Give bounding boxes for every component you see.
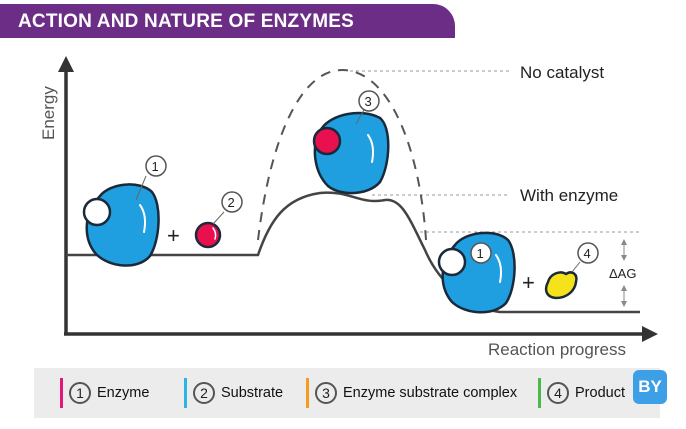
legend-color-bar — [60, 378, 63, 408]
legend-color-bar — [306, 378, 309, 408]
substrate — [194, 221, 222, 249]
legend-number: 1 — [69, 382, 91, 404]
enzyme-right-marker — [470, 242, 492, 264]
y-axis-label: Energy — [39, 86, 58, 140]
product-marker — [577, 242, 599, 264]
legend-label: Product — [575, 385, 625, 401]
enzyme-right-marker-num: 1 — [477, 246, 484, 261]
with-enzyme-label: With enzyme — [520, 186, 618, 205]
legend: 1 Enzyme 2 Substrate 3 Enzyme substrate … — [34, 368, 660, 418]
plus-left: + — [167, 223, 180, 248]
delta-g-arrow-bottom-head-up — [621, 285, 627, 291]
title-banner: ACTION AND NATURE OF ENZYMES — [0, 4, 455, 38]
y-axis-arrow — [58, 56, 74, 72]
legend-item-enzyme: 1 Enzyme — [60, 368, 149, 418]
delta-g-arrow-bottom-head-down — [621, 301, 627, 307]
legend-item-product: 4 Product — [538, 368, 625, 418]
enzyme-left-marker-num: 1 — [152, 159, 159, 174]
delta-g-label: ΔAG — [609, 266, 636, 281]
legend-number: 3 — [315, 382, 337, 404]
substrate-marker-line — [212, 211, 225, 225]
legend-number: 2 — [193, 382, 215, 404]
legend-label: Substrate — [221, 385, 284, 401]
legend-color-bar — [538, 378, 541, 408]
x-axis-arrow — [642, 326, 658, 342]
delta-g-arrow-top-head-up — [621, 239, 627, 245]
complex-marker — [358, 90, 380, 112]
enzyme-substrate-complex — [312, 111, 390, 195]
legend-item-substrate: 2 Substrate — [184, 368, 283, 418]
substrate-marker-num: 2 — [228, 195, 235, 210]
product-marker-line — [571, 261, 581, 273]
no-catalyst-label: No catalyst — [520, 63, 604, 82]
product — [544, 271, 578, 300]
legend-label: Enzyme — [97, 385, 150, 401]
substrate-marker — [221, 191, 243, 213]
enzyme-left — [82, 183, 160, 267]
no-catalyst-curve — [257, 68, 427, 241]
legend-item-complex: 3 Enzyme substrate complex — [306, 368, 517, 418]
plus-right: + — [522, 270, 535, 295]
legend-number: 4 — [547, 382, 569, 404]
complex-marker-num: 3 — [365, 94, 372, 109]
legend-label: Enzyme substrate complex — [343, 385, 518, 401]
banner-title: ACTION AND NATURE OF ENZYMES — [18, 11, 354, 32]
x-axis-label: Reaction progress — [488, 340, 626, 359]
enzyme-left-marker-line — [135, 175, 147, 201]
byjus-logo: BY — [633, 370, 667, 404]
complex-marker-line — [355, 109, 365, 125]
delta-g-arrow-top-head-down — [621, 255, 627, 261]
legend-color-bar — [184, 378, 187, 408]
enzyme-right — [437, 231, 516, 314]
product-marker-num: 4 — [584, 246, 591, 261]
enzyme-left-marker — [145, 155, 167, 177]
